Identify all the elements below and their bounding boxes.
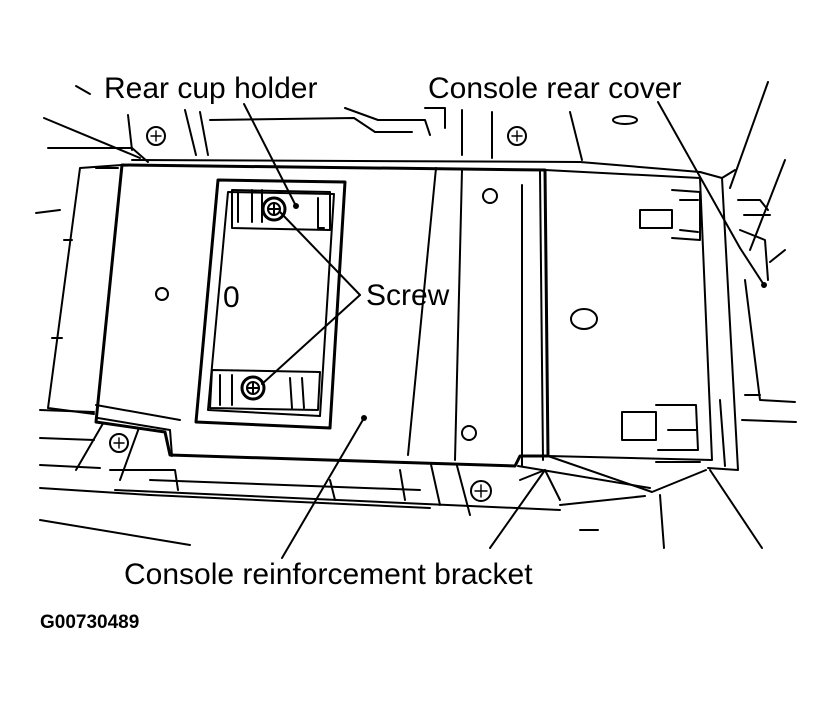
- bolt-icon: [507, 126, 527, 146]
- cover-clips: [621, 189, 701, 463]
- console-body-lines: [35, 117, 763, 549]
- bolt-icon: [109, 433, 129, 453]
- reinforcement-bracket: [47, 163, 713, 493]
- console-top-edge: [127, 107, 701, 173]
- label-console-rear-cover: Console rear cover: [428, 72, 681, 105]
- bolt-icon: [470, 480, 492, 502]
- console-rear-cover: [699, 81, 797, 471]
- leader-lines: [75, 85, 767, 559]
- label-console-reinforcement-bracket: Console reinforcement bracket: [124, 558, 533, 591]
- screw-icon: [240, 375, 266, 401]
- screw-icon: [261, 196, 287, 222]
- cup-holder-mark: 0: [223, 281, 240, 314]
- figure-code: G00730489: [40, 612, 139, 633]
- label-rear-cup-holder: Rear cup holder: [104, 72, 317, 105]
- label-screw: Screw: [366, 279, 450, 312]
- bolt-icon: [146, 126, 166, 146]
- cup-holder: 0: [194, 178, 347, 430]
